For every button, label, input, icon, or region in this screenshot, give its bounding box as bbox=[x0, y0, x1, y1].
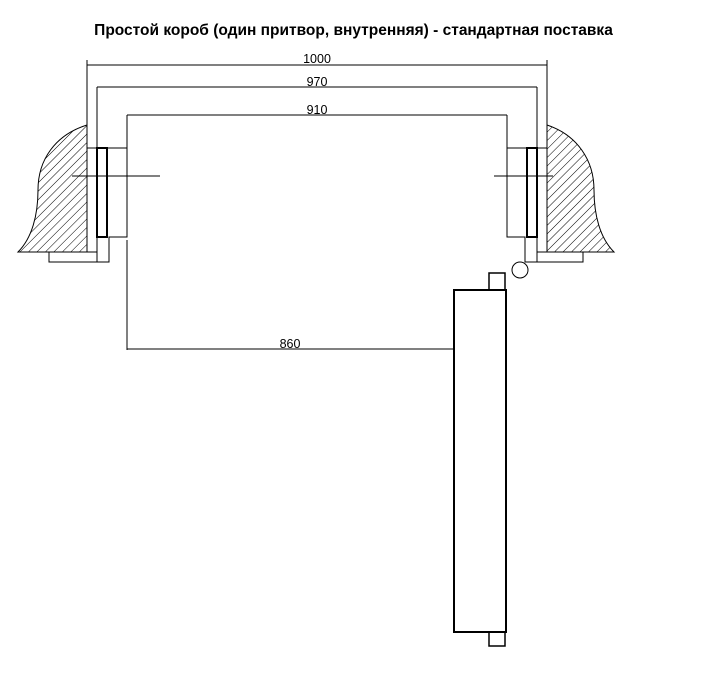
left-frame-profile bbox=[96, 147, 128, 263]
door-leaf-stop-bottom bbox=[488, 631, 506, 647]
hinge-icon bbox=[511, 261, 529, 279]
left-frame-jamb bbox=[86, 147, 98, 253]
dimension-860-label: 860 bbox=[280, 337, 301, 351]
dimension-970-label: 970 bbox=[307, 75, 328, 89]
right-wall-section bbox=[546, 124, 616, 253]
page-title: Простой короб (один притвор, внутренняя)… bbox=[94, 22, 613, 39]
right-frame-profile bbox=[506, 147, 538, 263]
left-wall-section bbox=[16, 124, 88, 253]
dimension-910-label: 910 bbox=[307, 103, 328, 117]
dimension-910 bbox=[126, 114, 508, 148]
left-platband bbox=[96, 147, 108, 238]
door-leaf bbox=[453, 289, 507, 633]
dimension-970 bbox=[96, 86, 538, 148]
door-leaf-stop-top bbox=[488, 272, 506, 291]
dimension-1000-label: 1000 bbox=[303, 52, 331, 66]
right-platband bbox=[526, 147, 538, 238]
dimension-860 bbox=[126, 240, 454, 350]
right-frame-jamb bbox=[536, 147, 548, 253]
